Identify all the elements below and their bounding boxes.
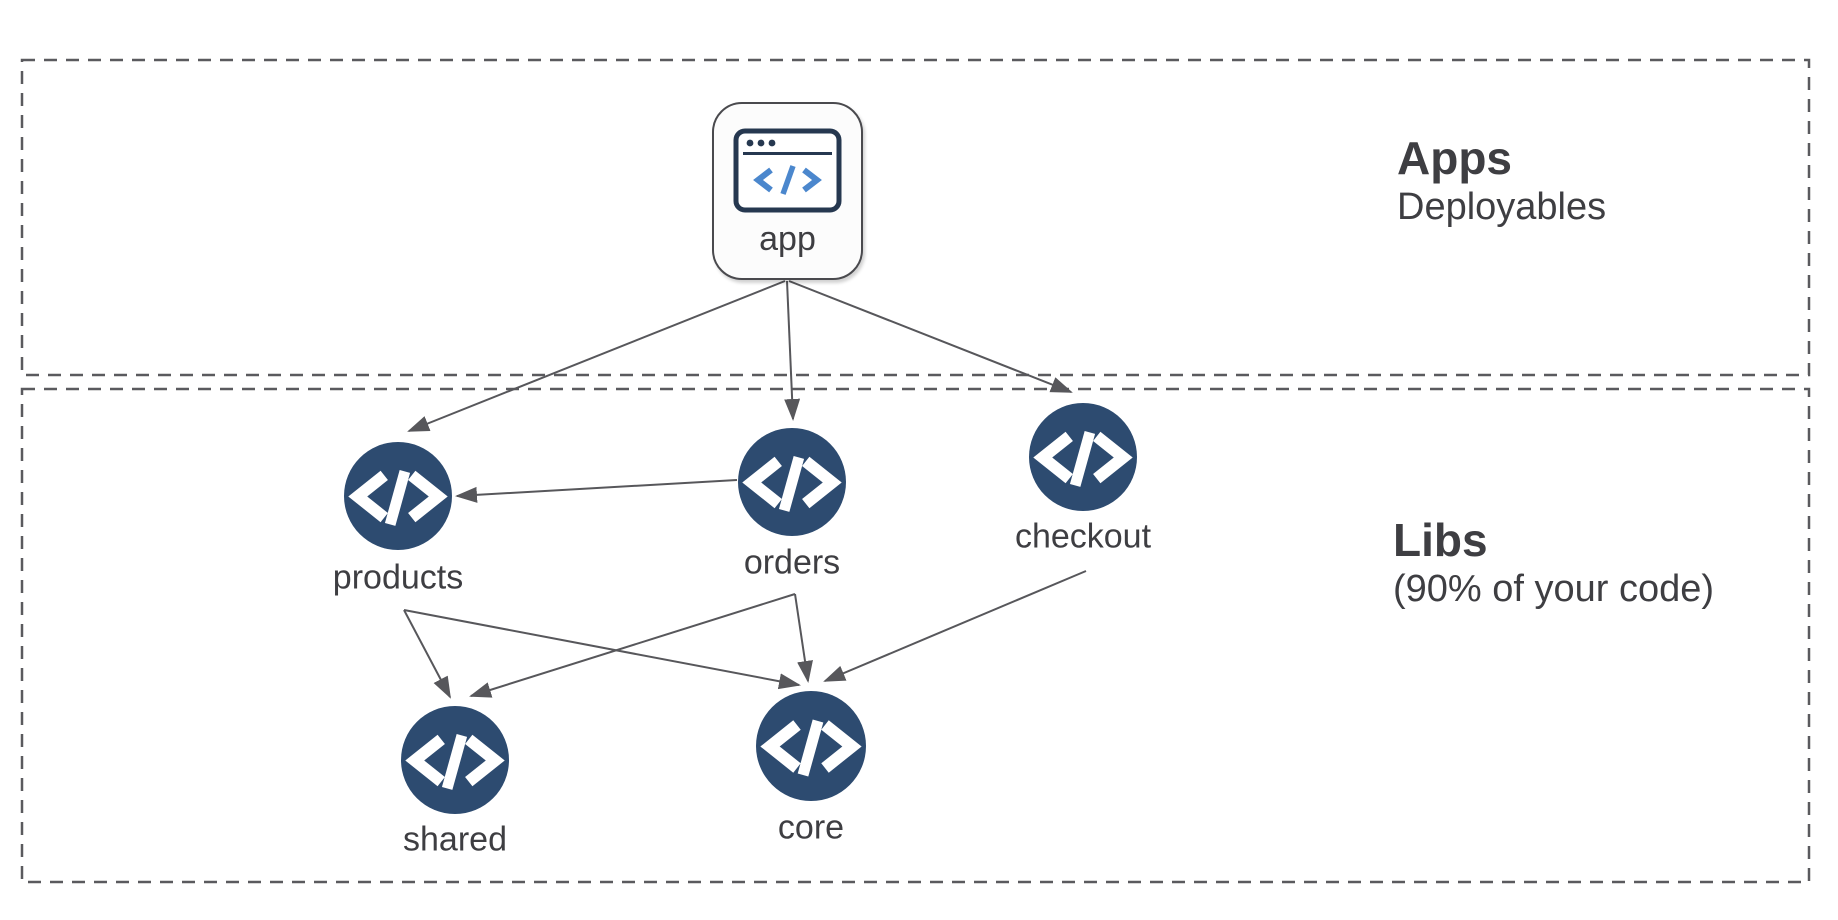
node-products: products <box>333 442 463 597</box>
libs-section-title: Libs <box>1393 514 1488 566</box>
node-core: core <box>756 691 866 847</box>
code-circle-icon <box>344 442 452 550</box>
section-boxes-group <box>20 58 1811 884</box>
node-products-label: products <box>332 558 464 597</box>
code-circle-icon <box>1029 403 1137 511</box>
section-label-apps: Apps Deployables <box>1397 134 1606 229</box>
node-checkout: checkout <box>1015 403 1151 556</box>
node-app-label: app <box>759 220 816 258</box>
browser-code-icon <box>733 128 842 213</box>
node-shared: shared <box>401 706 509 859</box>
code-circle-icon <box>738 428 846 536</box>
edge-orders-shared <box>469 593 796 698</box>
edge-products-shared <box>403 609 451 699</box>
node-app: app <box>712 102 863 280</box>
apps-section-title: Apps <box>1397 132 1512 184</box>
node-checkout-label: checkout <box>1014 517 1152 556</box>
node-orders-label: orders <box>743 543 841 582</box>
section-box-libs <box>20 387 1811 884</box>
edge-orders-core <box>794 593 813 683</box>
node-core-label: core <box>777 808 845 847</box>
edges-group <box>403 280 1087 699</box>
code-circle-icon <box>756 691 866 801</box>
edge-products-core <box>403 609 801 690</box>
apps-section-subtitle: Deployables <box>1397 186 1607 229</box>
edge-app-orders <box>784 280 801 421</box>
edge-app-checkout <box>788 280 1073 393</box>
edge-checkout-core <box>823 570 1087 682</box>
edge-orders-products <box>455 479 738 503</box>
edge-app-products <box>407 280 786 432</box>
code-circle-icon <box>401 706 509 814</box>
section-box-apps <box>20 58 1811 377</box>
libs-section-subtitle: (90% of your code) <box>1393 568 1715 611</box>
node-shared-label: shared <box>403 820 507 859</box>
section-label-libs: Libs (90% of your code) <box>1393 516 1714 611</box>
node-orders: orders <box>738 428 846 582</box>
